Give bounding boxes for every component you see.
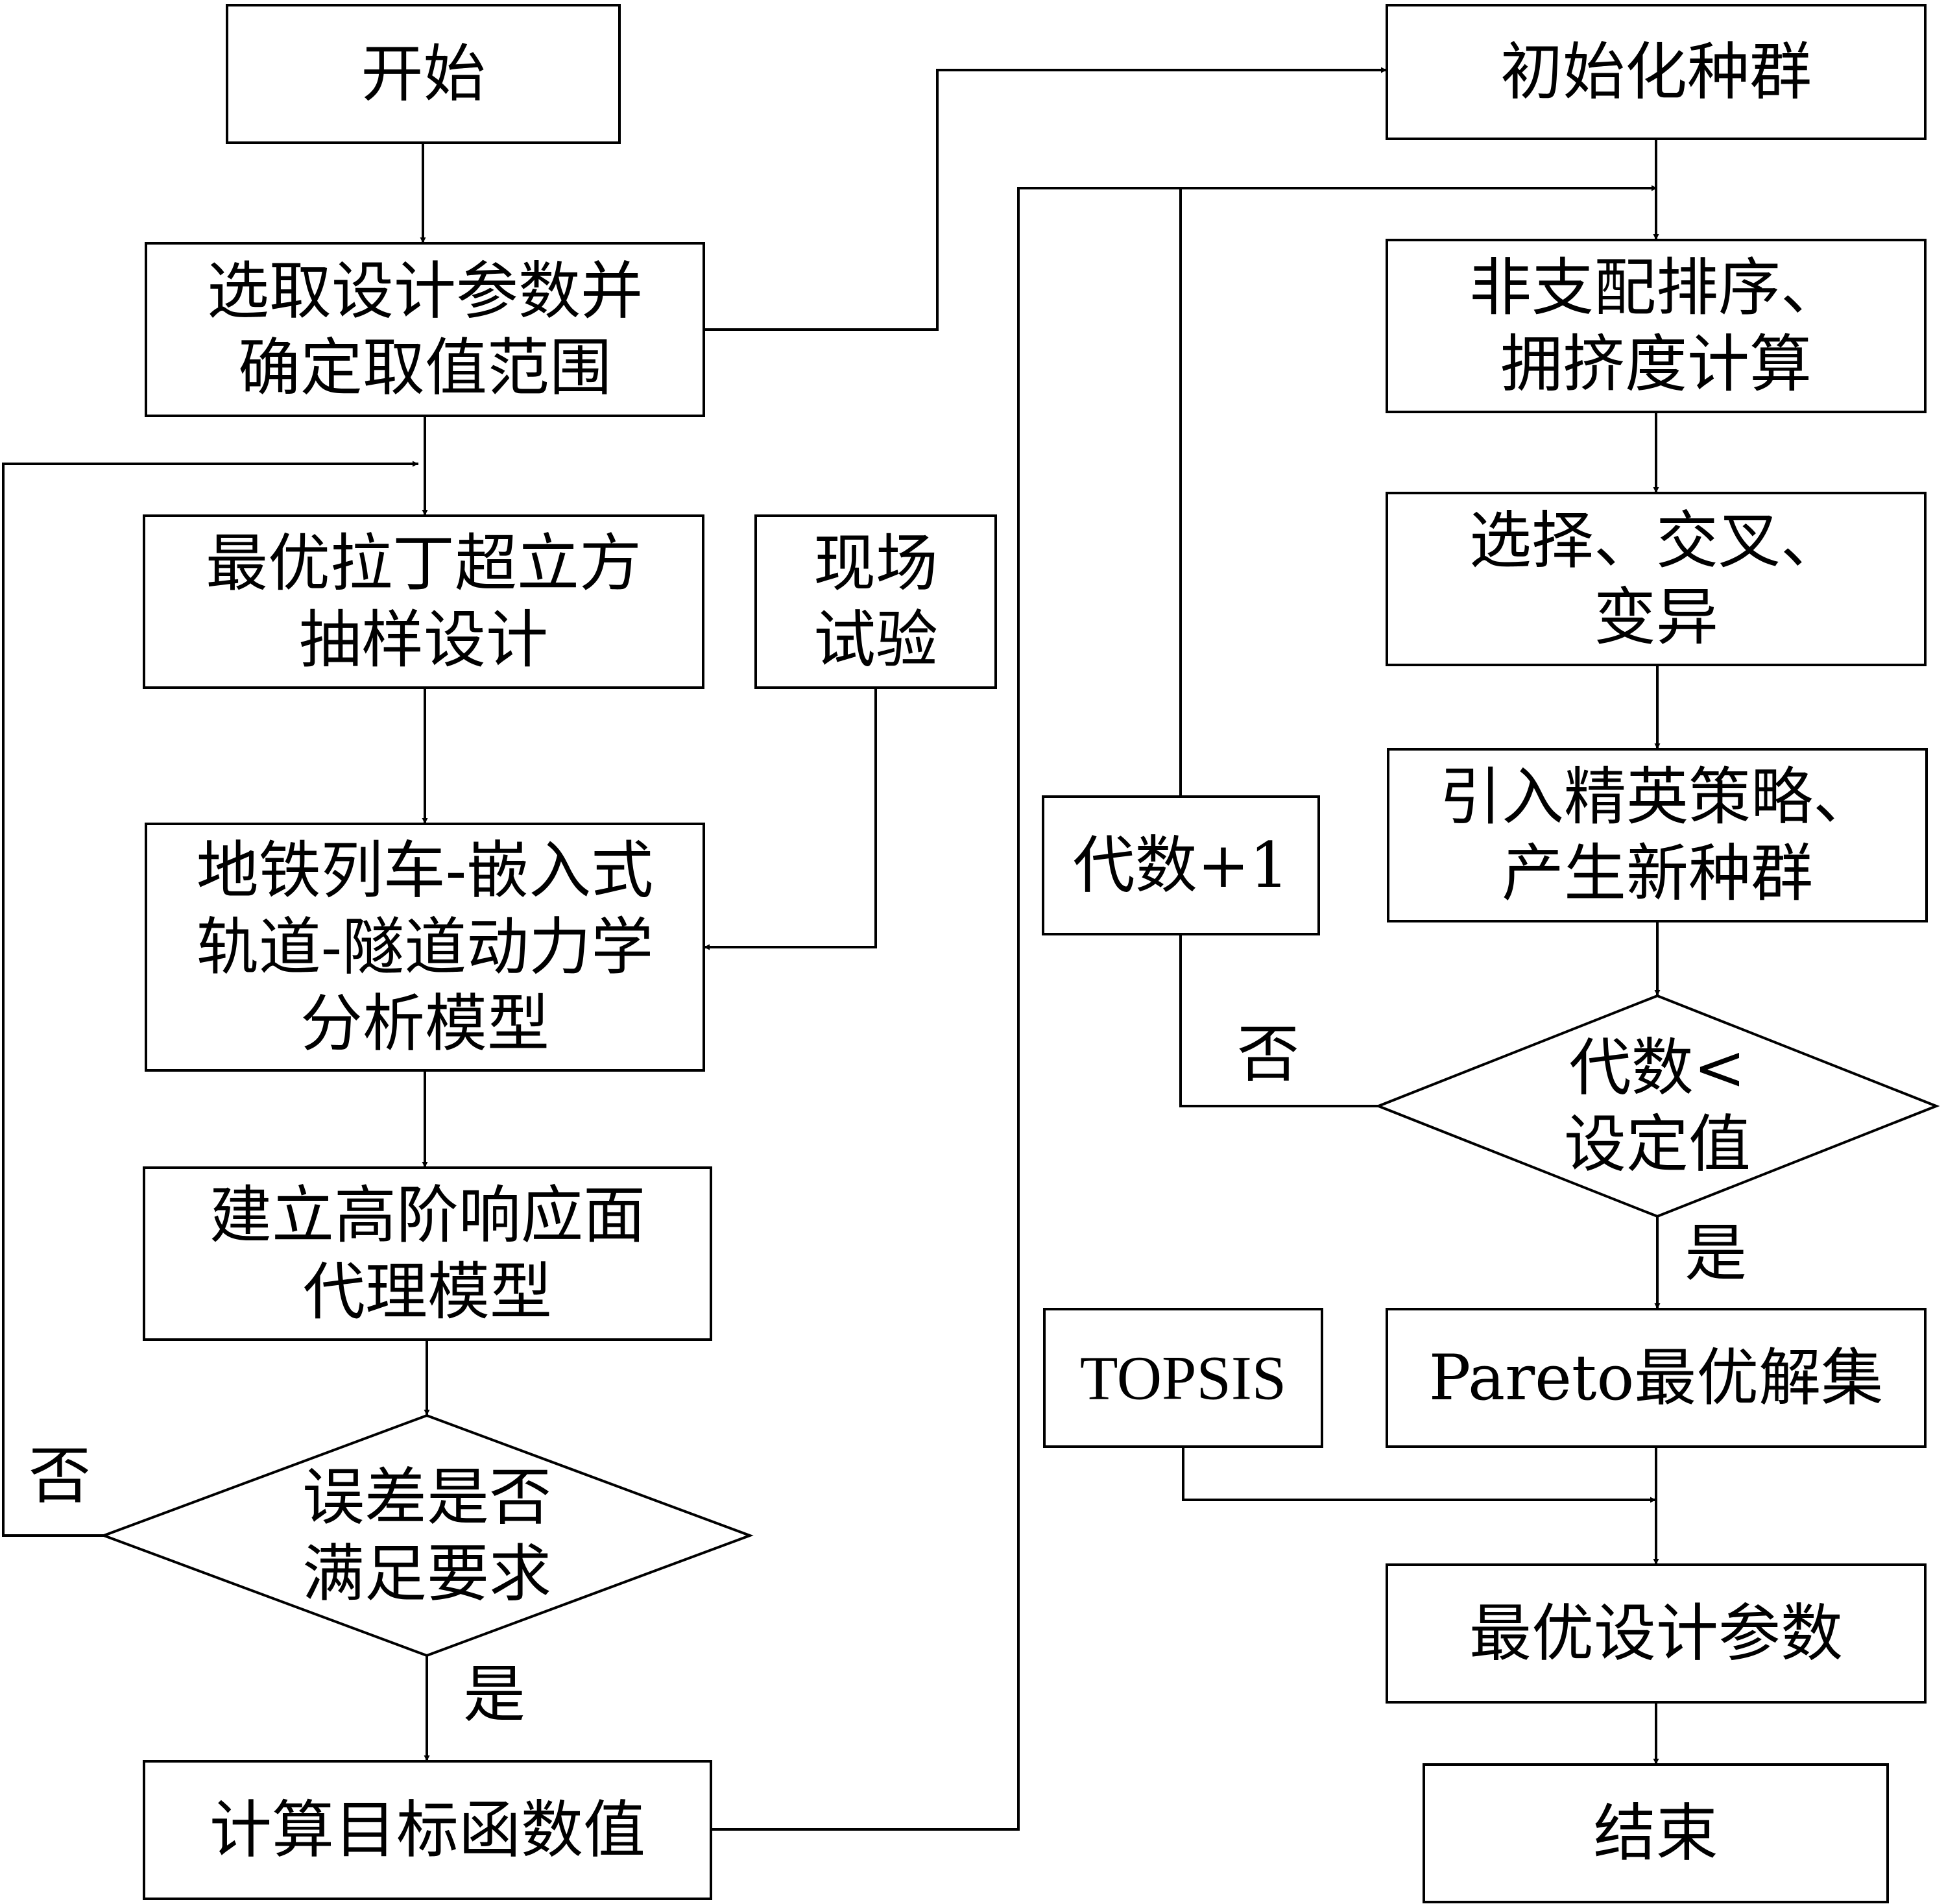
node-text: 选取设计参数并 xyxy=(207,255,643,328)
node-box xyxy=(1042,795,1320,935)
node-text: 代数+1 xyxy=(1073,829,1290,902)
node-text: 建立高阶响应面 xyxy=(210,1179,645,1252)
node-elitism: 引入精英策略、产生新种群 xyxy=(1387,748,1928,922)
connector-gencheck-no-to-inc xyxy=(1179,934,1378,1107)
connector-select-to-init xyxy=(704,67,1387,331)
node-optimal: 最优设计参数 xyxy=(1386,1563,1927,1704)
branch-label-error-no: 否 xyxy=(29,1440,91,1512)
node-text: 选择、交叉、 xyxy=(1469,505,1843,577)
node-box xyxy=(226,4,621,144)
node-text: 变异 xyxy=(1594,581,1718,654)
node-box xyxy=(143,514,704,689)
node-text: 代数< xyxy=(1569,1031,1746,1104)
node-start: 开始 xyxy=(226,4,621,144)
node-box xyxy=(1386,1563,1927,1704)
node-text: 产生新种群 xyxy=(1502,838,1813,910)
node-box xyxy=(1043,1308,1323,1448)
node-calc-obj: 计算目标函数值 xyxy=(143,1760,712,1900)
node-text: 设定值 xyxy=(1564,1108,1751,1181)
connector-topsis-to-merge xyxy=(1182,1447,1656,1503)
node-end: 结束 xyxy=(1423,1763,1889,1903)
node-text: Pareto最优解集 xyxy=(1429,1342,1884,1414)
connectors xyxy=(2,67,1661,1831)
branch-label-gen-no: 否 xyxy=(1237,1018,1299,1091)
node-text: 抽样设计 xyxy=(299,604,548,677)
node-init-pop: 初始化种群 xyxy=(1386,4,1927,140)
branch-label-gen-yes: 是 xyxy=(1685,1217,1747,1290)
node-text: 轨道-隧道动力学 xyxy=(197,911,653,983)
node-box xyxy=(143,1760,712,1900)
node-box xyxy=(1386,1308,1927,1448)
connector-calc-to-loop xyxy=(711,185,1657,1831)
node-box xyxy=(1387,748,1928,922)
node-box xyxy=(1386,239,1927,413)
node-box xyxy=(145,823,705,1072)
decision-diamond xyxy=(1375,994,1940,1218)
node-text: 地铁列车-嵌入式 xyxy=(197,834,653,907)
node-box xyxy=(1386,492,1927,666)
node-text: 现场 xyxy=(813,527,938,600)
node-box xyxy=(145,242,705,417)
node-pareto: Pareto最优解集 xyxy=(1386,1308,1927,1448)
nodes: 开始选取设计参数并确定取值范围最优拉丁超立方抽样设计现场试验地铁列车-嵌入式轨道… xyxy=(100,4,1940,1903)
node-text: 试验 xyxy=(813,604,938,677)
node-gen-inc: 代数+1 xyxy=(1042,795,1320,935)
node-text: 满足要求 xyxy=(302,1537,551,1610)
node-text: 分析模型 xyxy=(300,987,549,1060)
node-box xyxy=(143,1166,712,1341)
node-text: 开始 xyxy=(361,38,486,110)
node-text: 拥挤度计算 xyxy=(1500,328,1812,401)
node-text: 代理模型 xyxy=(303,1256,552,1329)
node-text: 引入精英策略、 xyxy=(1439,761,1875,834)
node-text: 初始化种群 xyxy=(1500,36,1812,108)
decision-diamond xyxy=(100,1414,754,1657)
node-text: TOPSIS xyxy=(1080,1344,1286,1413)
node-text: 结束 xyxy=(1594,1797,1718,1870)
node-text: 最优拉丁超立方 xyxy=(206,527,642,600)
node-topsis: TOPSIS xyxy=(1043,1308,1323,1448)
node-text: 确定取值范围 xyxy=(238,331,612,404)
node-text: 非支配排序、 xyxy=(1469,252,1843,324)
node-gen-check: 代数<设定值 xyxy=(1375,994,1940,1218)
node-text: 计算目标函数值 xyxy=(210,1794,645,1866)
node-sel-cross: 选择、交叉、变异 xyxy=(1386,492,1927,666)
connector-field-to-dyn xyxy=(704,688,877,950)
node-box xyxy=(1423,1763,1889,1903)
node-box xyxy=(754,514,997,689)
node-text: 最优设计参数 xyxy=(1469,1597,1843,1670)
node-box xyxy=(1386,4,1927,140)
branch-label-error-yes: 是 xyxy=(463,1658,525,1731)
node-nd-sort: 非支配排序、拥挤度计算 xyxy=(1386,239,1927,413)
node-text: 误差是否 xyxy=(302,1461,551,1534)
connector-check-no-loop xyxy=(2,461,418,1537)
